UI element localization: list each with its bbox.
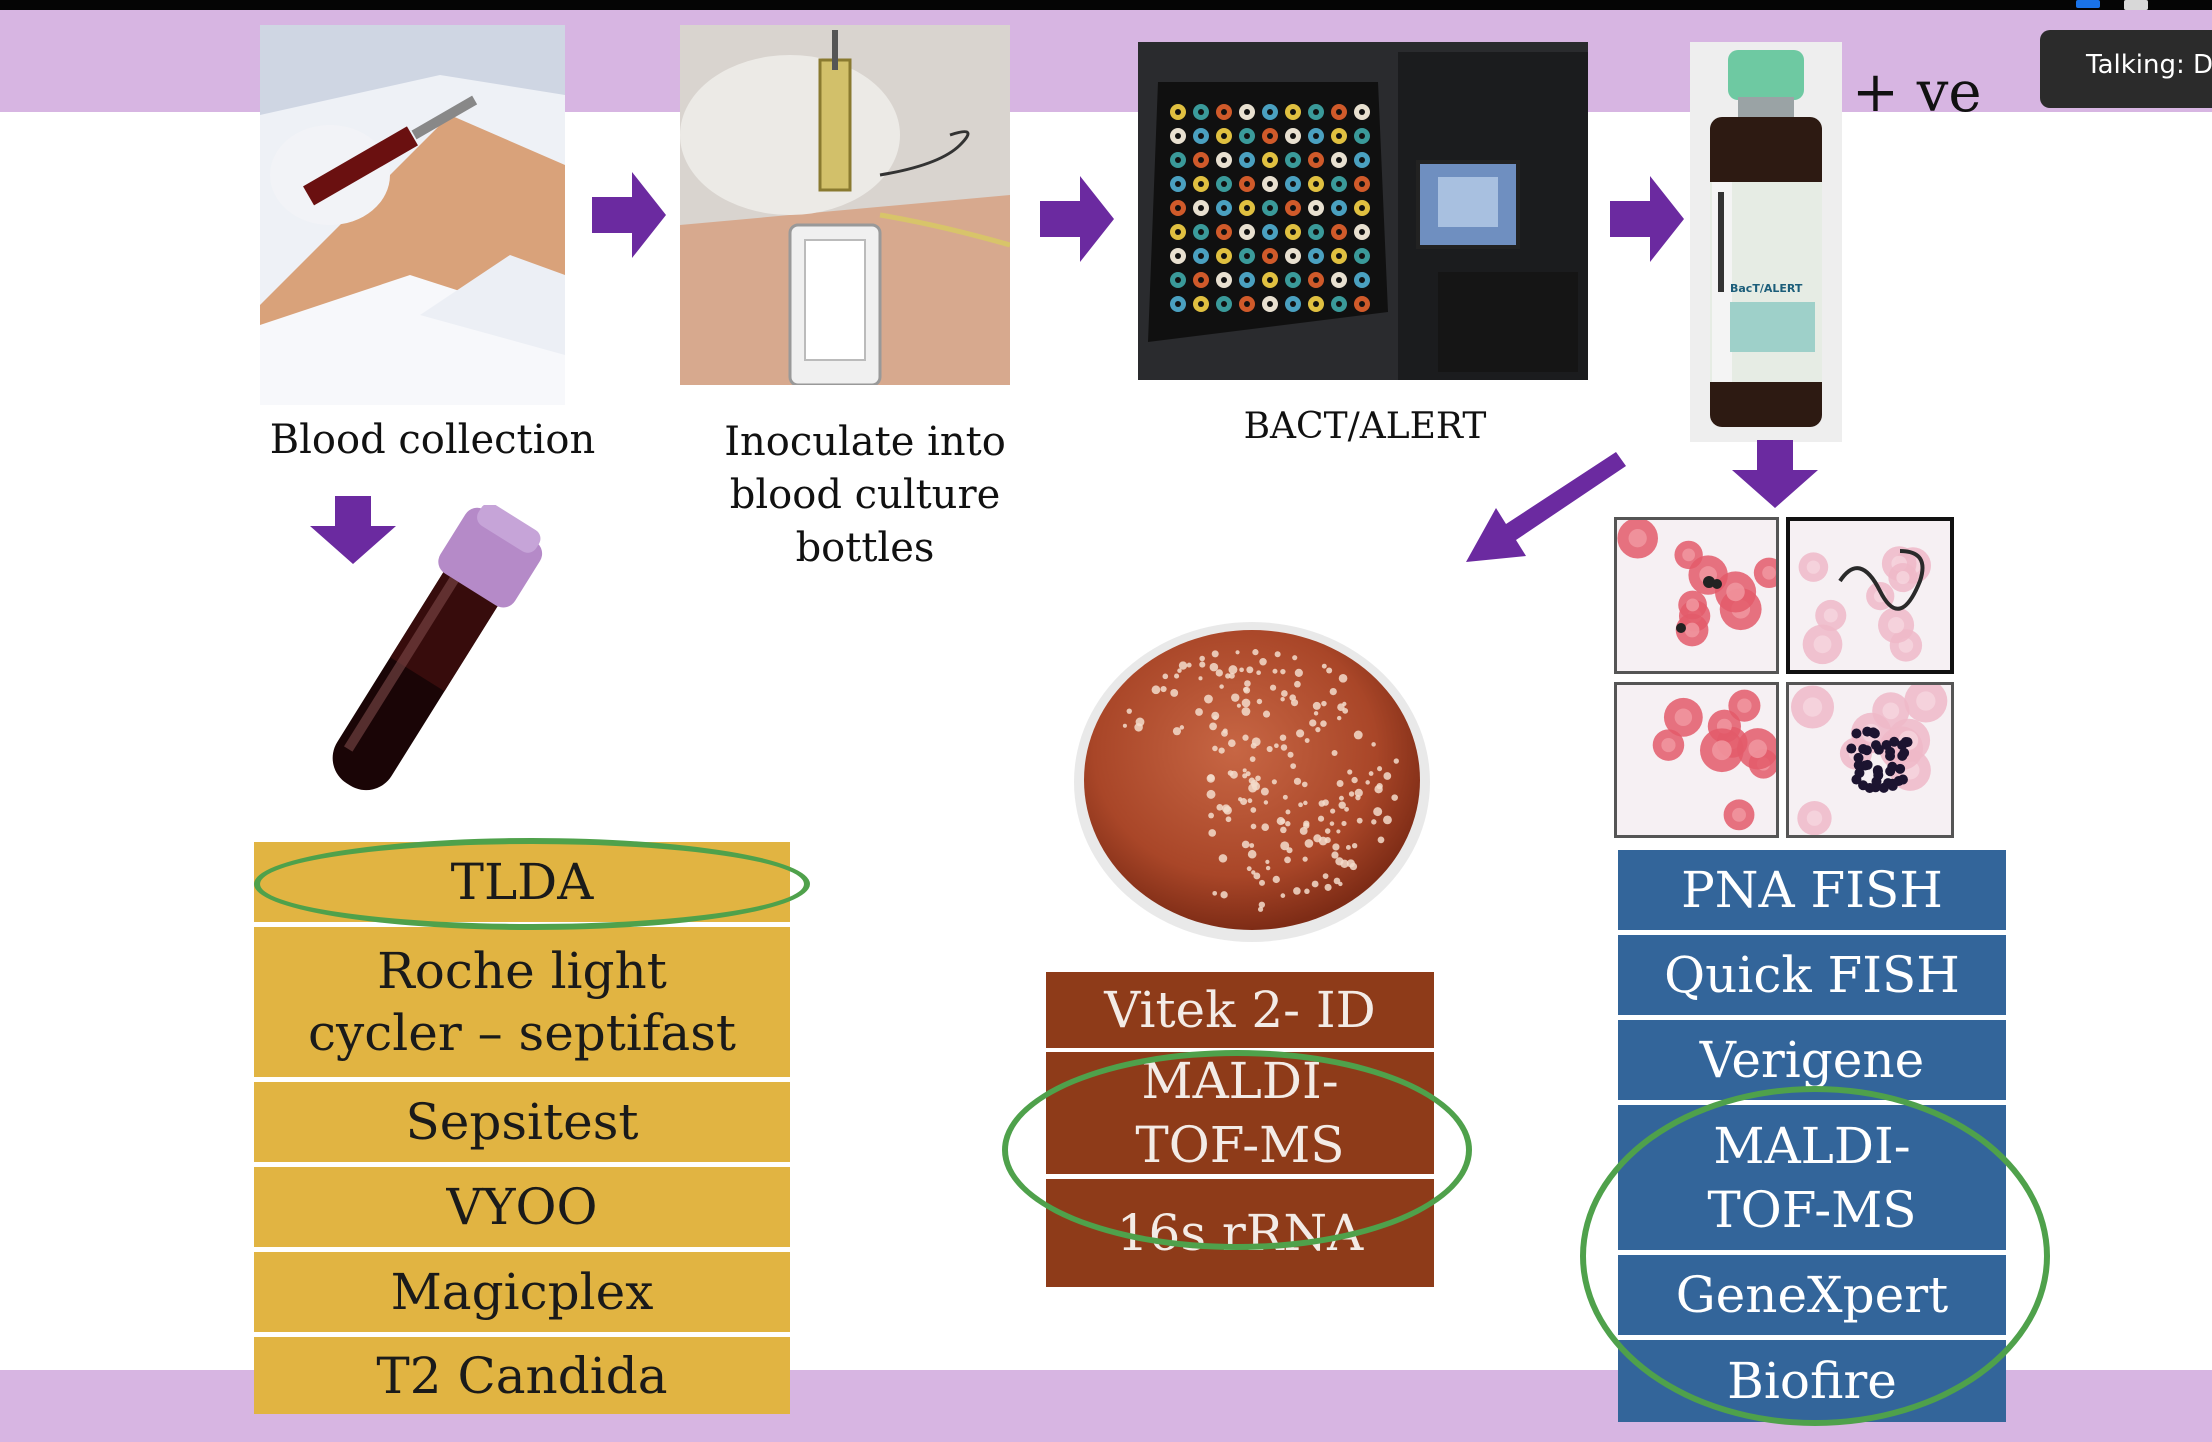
- brown-list-item-vitek: Vitek 2- ID: [1046, 972, 1434, 1048]
- blue-list-item-pna-fish: PNA FISH: [1618, 850, 2006, 930]
- blood-collection-photo: [260, 25, 565, 405]
- talking-label: Talking: DF: [2086, 50, 2212, 80]
- blood-culture-bottle-photo: BacT/ALERT: [1690, 42, 1842, 442]
- view-icon[interactable]: [2076, 0, 2100, 8]
- gold-list-item-vyoo: VYOO: [254, 1167, 790, 1247]
- arrow-right-icon: [1610, 176, 1684, 262]
- zoom-toolbar-icons[interactable]: [2070, 0, 2212, 12]
- gram-stain-image-1: [1614, 517, 1779, 674]
- caption-inoculate: Inoculate into blood culture bottles: [724, 419, 1006, 571]
- gold-list-item-roche: Roche light cycler – septifast: [254, 927, 790, 1077]
- bottle-label: BacT/ALERT: [1730, 282, 1803, 295]
- gold-list-item-sepsitest: Sepsitest: [254, 1082, 790, 1162]
- arrow-down-icon: [1732, 440, 1818, 508]
- caption-bact-alert: BACT/ALERT: [1243, 406, 1487, 447]
- inoculate-photo: [680, 25, 1010, 385]
- positive-label: + ve: [1852, 60, 1982, 125]
- arrow-down-left-icon: [1466, 452, 1626, 562]
- bottle-rack: [1170, 104, 1370, 312]
- blue-list-item-quick-fish: Quick FISH: [1618, 935, 2006, 1015]
- gram-stain-image-3: [1614, 682, 1779, 838]
- caption-blood-collection: Blood collection: [269, 417, 596, 463]
- culture-plate-image: [1074, 622, 1430, 942]
- top-black-bar: [0, 0, 2212, 10]
- speaker-indicator: Talking: DF: [2040, 30, 2212, 108]
- window-icon[interactable]: [2124, 0, 2148, 10]
- arrow-down-icon: [310, 496, 396, 564]
- gram-stain-image-4: [1786, 682, 1954, 838]
- gram-stain-image-2: [1786, 517, 1954, 674]
- highlight-ellipse-maldi-16s: [1002, 1050, 1472, 1250]
- highlight-ellipse-tlda: [254, 838, 810, 930]
- gold-list-item-magicplex: Magicplex: [254, 1252, 790, 1332]
- blood-tube-image: [332, 505, 543, 791]
- arrow-right-icon: [592, 172, 666, 258]
- gold-list-item-t2-candida: T2 Candida: [254, 1337, 790, 1414]
- bact-alert-machine-photo: [1138, 42, 1588, 380]
- arrow-right-icon: [1040, 176, 1114, 262]
- highlight-ellipse-blue-group: [1580, 1086, 2050, 1426]
